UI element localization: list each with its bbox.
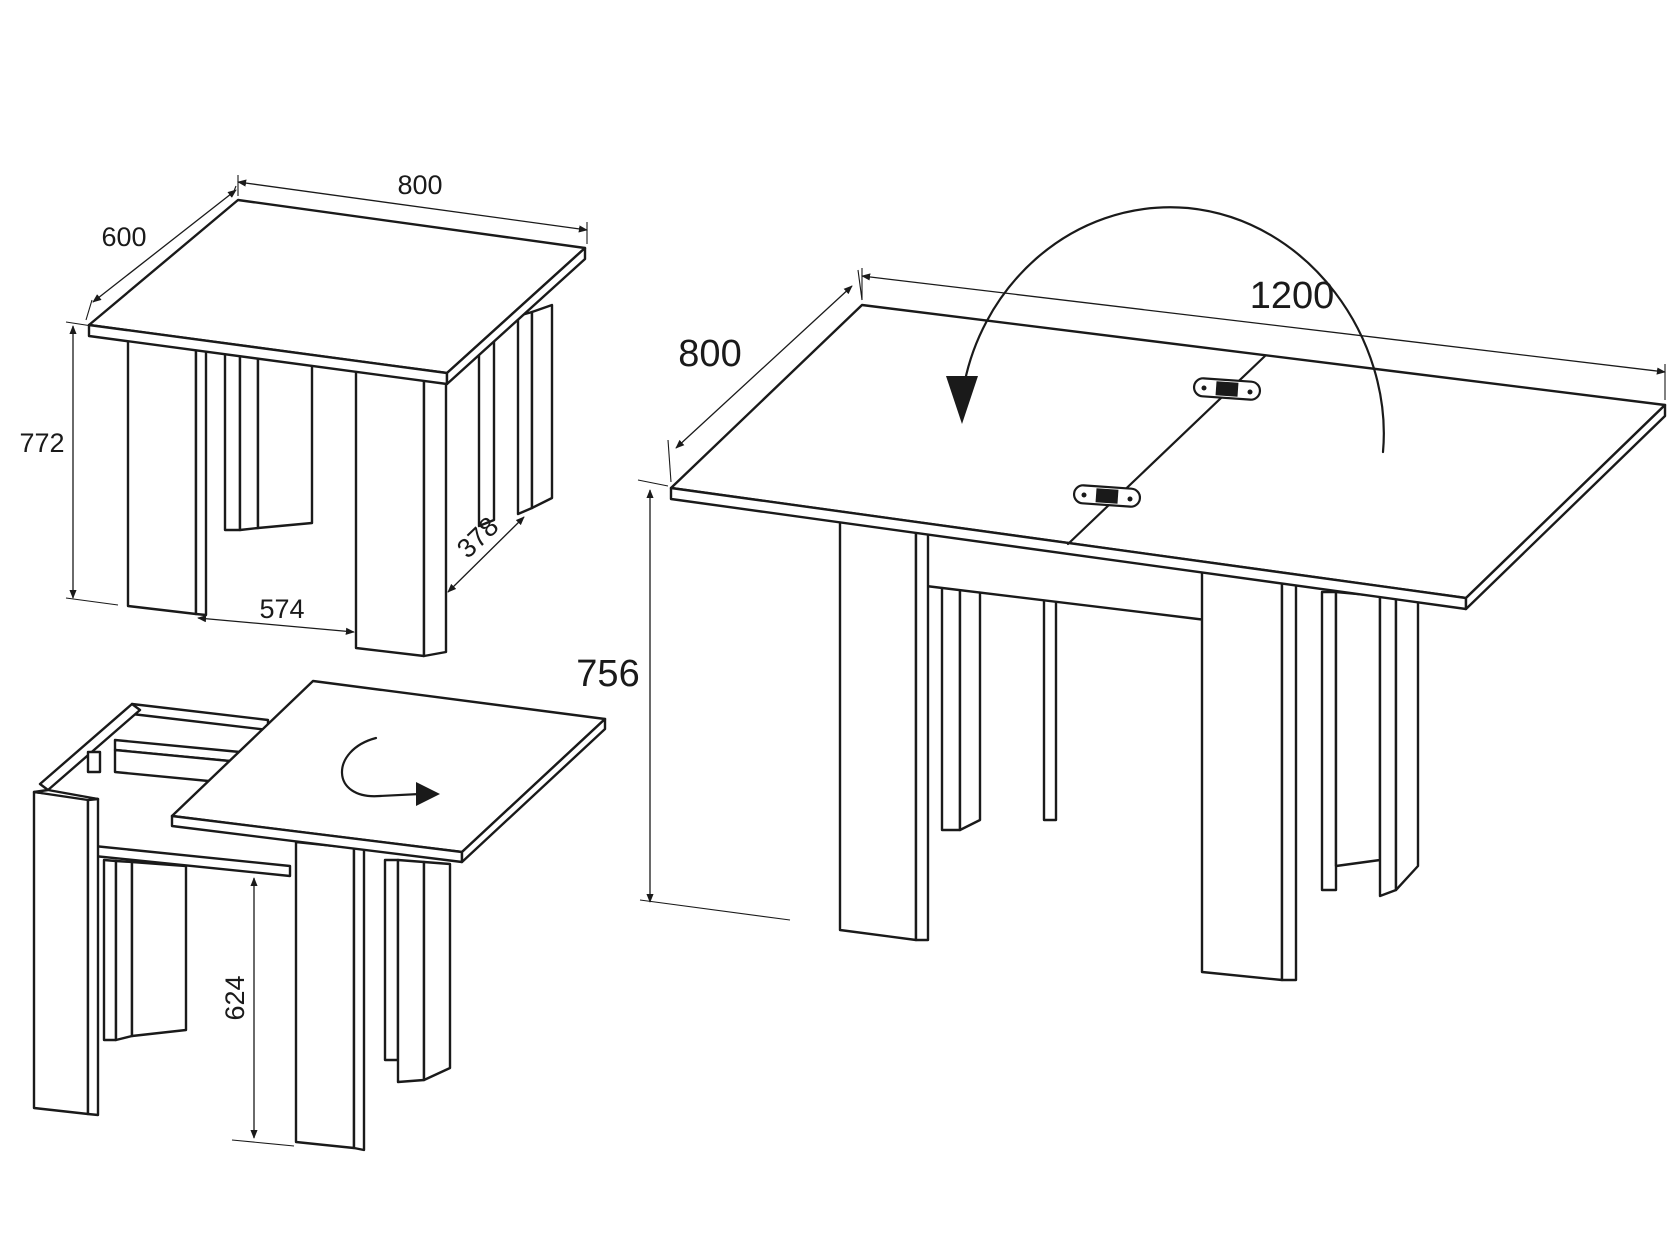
closed-inner-width-label: 574 xyxy=(259,594,304,624)
open-table-back-legs xyxy=(940,584,1420,898)
opening-table-side-panel xyxy=(32,788,100,1117)
closed-width-label: 800 xyxy=(397,170,442,200)
open-width-dimension: 1200 xyxy=(861,268,1666,400)
opening-table-back-legs xyxy=(102,858,452,1084)
top-hinge-icon xyxy=(1192,377,1262,401)
open-width-label: 1200 xyxy=(1250,275,1335,317)
closed-height-dimension: 772 xyxy=(19,321,119,606)
closed-inner-width-dimension: 574 xyxy=(197,594,355,635)
closed-depth-label: 600 xyxy=(101,222,146,252)
closed-inner-depth-dimension: 378 xyxy=(447,511,525,593)
closed-width-dimension: 800 xyxy=(237,170,588,244)
closed-table-view: 800 600 772 574 378 xyxy=(19,170,588,658)
open-table-view: 1200 800 756 xyxy=(576,206,1667,982)
closed-inner-depth-label: 378 xyxy=(451,511,504,564)
open-table-top xyxy=(669,303,1667,611)
closed-table-front-legs xyxy=(126,331,448,658)
opening-inner-height-dimension: 624 xyxy=(220,877,295,1147)
bottom-hinge-icon xyxy=(1072,484,1142,508)
opening-table-rotating-top xyxy=(170,679,607,864)
closed-depth-dimension: 600 xyxy=(85,185,237,321)
opening-table-view: 624 xyxy=(32,679,607,1152)
frame-hinge-icon xyxy=(86,750,102,774)
open-depth-label: 800 xyxy=(678,333,741,375)
open-depth-dimension: 800 xyxy=(667,269,863,483)
rotate-top-arrow-icon xyxy=(340,736,440,806)
open-height-label: 756 xyxy=(576,653,639,695)
opening-inner-height-label: 624 xyxy=(220,975,250,1020)
opening-table-front-leg xyxy=(294,840,366,1152)
open-height-dimension: 756 xyxy=(576,479,791,921)
closed-height-label: 772 xyxy=(19,428,64,458)
opening-table-frame xyxy=(38,702,292,878)
open-table-front-legs xyxy=(838,510,1298,982)
